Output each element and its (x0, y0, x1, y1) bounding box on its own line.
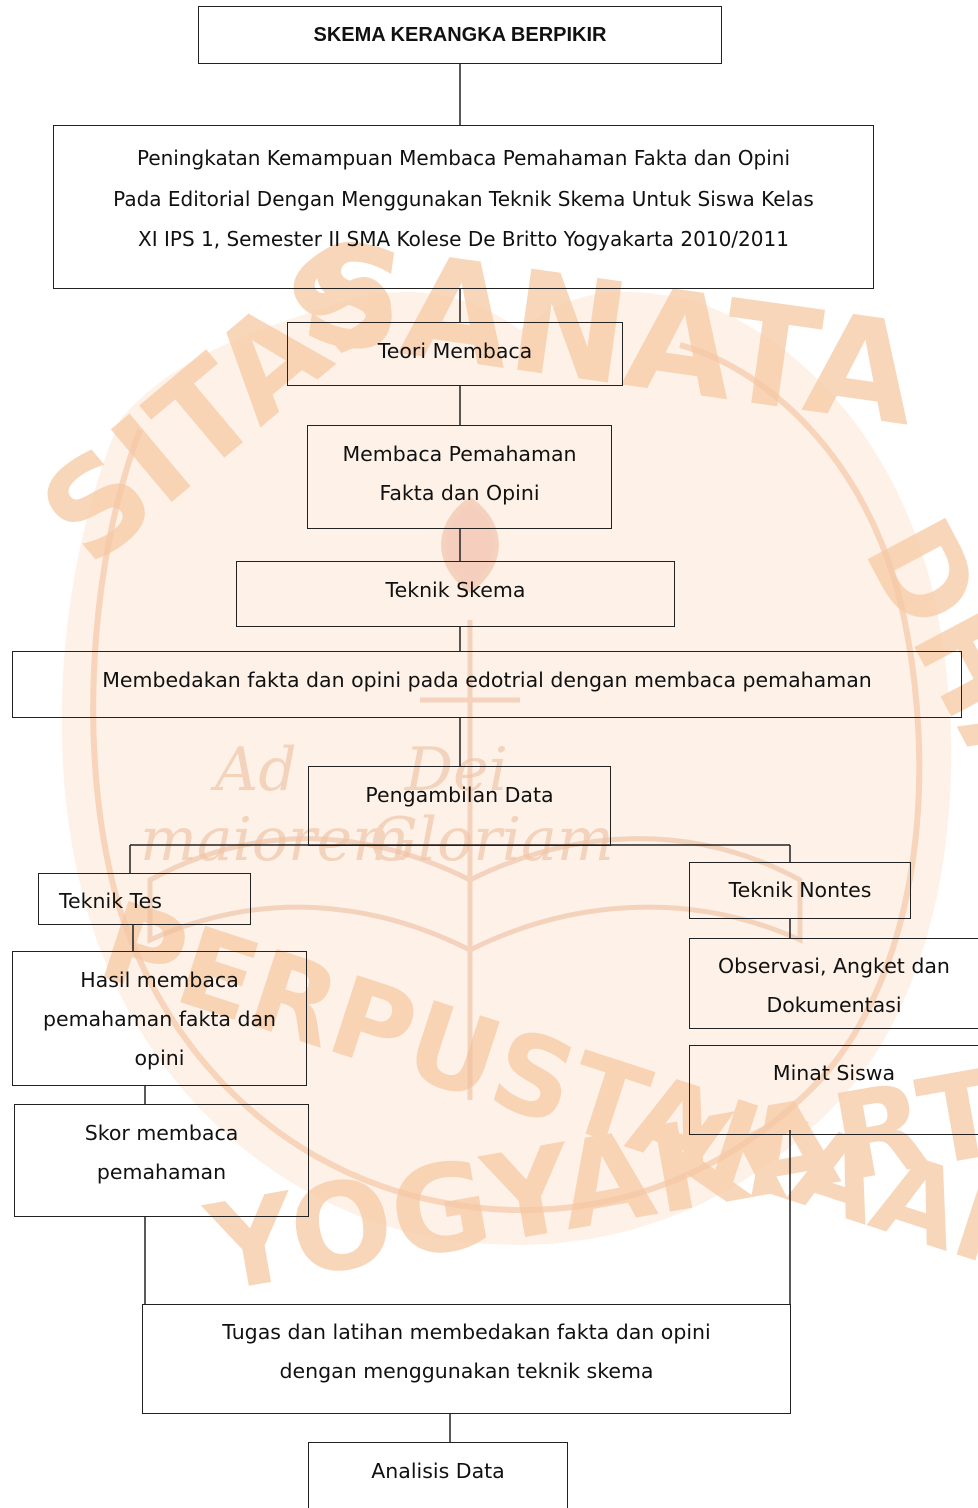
distinguish-box: Membedakan fakta dan opini pada edotrial… (12, 651, 962, 718)
analysis-text: Analisis Data (371, 1459, 505, 1483)
research-topic-line-1: Peningkatan Kemampuan Membaca Pemahaman … (136, 146, 791, 170)
research-topic-line-2: Pada Editorial Dengan Menggunakan Teknik… (113, 186, 814, 211)
test-result-line-2: pemahaman fakta dan (42, 1007, 277, 1031)
reading-comprehension-line-2: Fakta dan Opini (379, 481, 540, 505)
test-technique-box: Teknik Tes (38, 873, 251, 925)
test-result-box: Hasil membaca pemahaman fakta dan opini (12, 951, 307, 1086)
score-box: Skor membaca pemahaman (14, 1104, 309, 1217)
score-line-1: Skor membaca (84, 1121, 239, 1145)
technique-box: Teknik Skema (236, 561, 675, 627)
task-box: Tugas dan latihan membedakan fakta dan o… (142, 1304, 791, 1414)
distinguish-text: Membedakan fakta dan opini pada edotrial… (102, 668, 872, 692)
task-line-2: dengan menggunakan teknik skema (279, 1359, 654, 1383)
test-result-line-1: Hasil membaca (80, 968, 239, 992)
research-topic-line-3: XI IPS 1, Semester II SMA Kolese De Brit… (138, 227, 789, 251)
analysis-box: Analisis Data (308, 1442, 568, 1508)
theory-box: Teori Membaca (287, 322, 623, 386)
test-technique-text: Teknik Tes (59, 889, 162, 913)
interest-text: Minat Siswa (772, 1061, 896, 1085)
task-line-1: Tugas dan latihan membedakan fakta dan o… (222, 1320, 711, 1344)
nontest-technique-text: Teknik Nontes (728, 878, 872, 902)
data-collection-text: Pengambilan Data (365, 783, 554, 807)
research-topic-box: Peningkatan Kemampuan Membaca Pemahaman … (53, 125, 874, 289)
test-result-line-3: opini (134, 1046, 185, 1070)
diagram-title-text: SKEMA KERANGKA BERPIKIR (313, 24, 607, 46)
reading-comprehension-line-1: Membaca Pemahaman (342, 442, 577, 466)
observation-line-2: Dokumentasi (766, 993, 902, 1017)
theory-text: Teori Membaca (377, 339, 533, 363)
reading-comprehension-box: Membaca Pemahaman Fakta dan Opini (307, 425, 612, 529)
observation-box: Observasi, Angket dan Dokumentasi (689, 938, 978, 1029)
interest-box: Minat Siswa (689, 1045, 978, 1135)
diagram-title: SKEMA KERANGKA BERPIKIR (198, 6, 722, 64)
data-collection-box: Pengambilan Data (308, 766, 611, 846)
score-line-2: pemahaman (96, 1160, 227, 1184)
technique-text: Teknik Skema (385, 578, 526, 602)
observation-line-1: Observasi, Angket dan (718, 954, 950, 978)
nontest-technique-box: Teknik Nontes (689, 862, 911, 919)
